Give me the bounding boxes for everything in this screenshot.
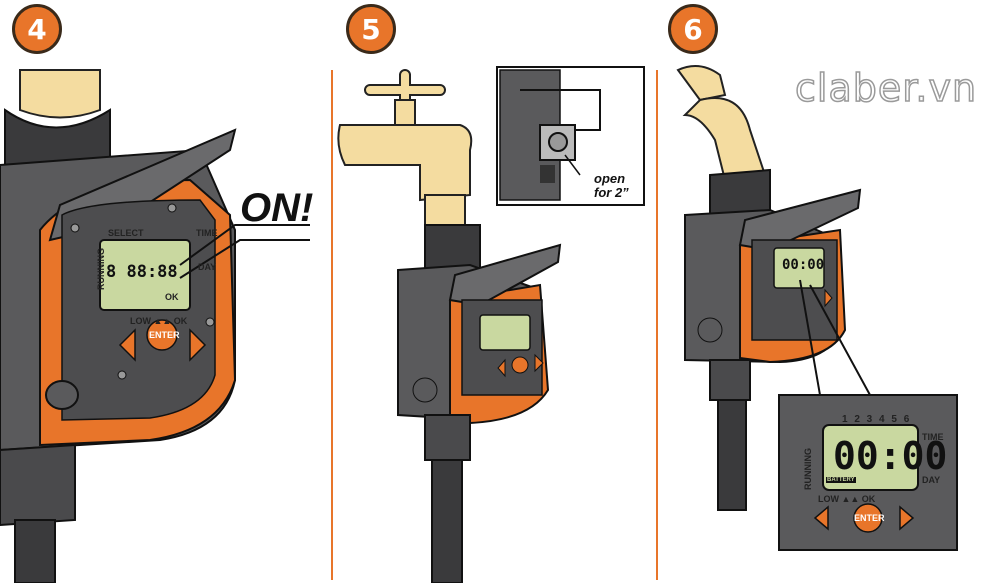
step4-enter-button[interactable]: ENTER bbox=[149, 330, 180, 340]
detail-battery-label: BATTERY bbox=[826, 477, 856, 483]
detail-enter-button[interactable]: ENTER bbox=[854, 513, 885, 523]
step-6-badge: 6 bbox=[668, 4, 718, 54]
panel-divider-2 bbox=[656, 70, 658, 580]
step6-device-lcd: 00:00 bbox=[782, 257, 825, 273]
detail-time-label: TIME bbox=[922, 432, 944, 442]
step4-lcd-digits: 8 88:88 bbox=[106, 262, 178, 282]
step4-ok-label: OK bbox=[165, 292, 179, 302]
panel-divider-1 bbox=[331, 70, 333, 580]
detail-running-label: RUNNING bbox=[803, 448, 813, 490]
step4-running-label: RUNNING bbox=[96, 248, 106, 290]
detail-day-label: DAY bbox=[922, 475, 941, 485]
step-5-number: 5 bbox=[361, 12, 381, 46]
detail-zone-numbers: 1 2 3 4 5 6 bbox=[842, 414, 910, 425]
detail-low-ok-label: LOW ▲▲ OK bbox=[818, 494, 876, 504]
step-6-number: 6 bbox=[683, 12, 703, 46]
step4-day-label: DAY bbox=[198, 262, 217, 272]
step-4-illustration bbox=[0, 69, 310, 583]
on-callout: ON! bbox=[240, 186, 314, 230]
step-4-number: 4 bbox=[27, 12, 47, 46]
open-note-line1: open bbox=[594, 171, 626, 186]
detail-lcd-time: 00:00 bbox=[833, 434, 948, 478]
step4-select-label: SELECT bbox=[108, 228, 144, 238]
step-4-badge: 4 bbox=[12, 4, 62, 54]
open-note-line2: for 2” bbox=[594, 185, 629, 200]
step-5-badge: 5 bbox=[346, 4, 396, 54]
step-6-illustration bbox=[676, 65, 958, 551]
step4-low-ok-label: LOW ▲▲ OK bbox=[130, 316, 188, 326]
step-5-illustration bbox=[337, 66, 645, 583]
brand-watermark: claber.vn bbox=[794, 65, 978, 111]
step4-time-label: TIME bbox=[196, 228, 218, 238]
